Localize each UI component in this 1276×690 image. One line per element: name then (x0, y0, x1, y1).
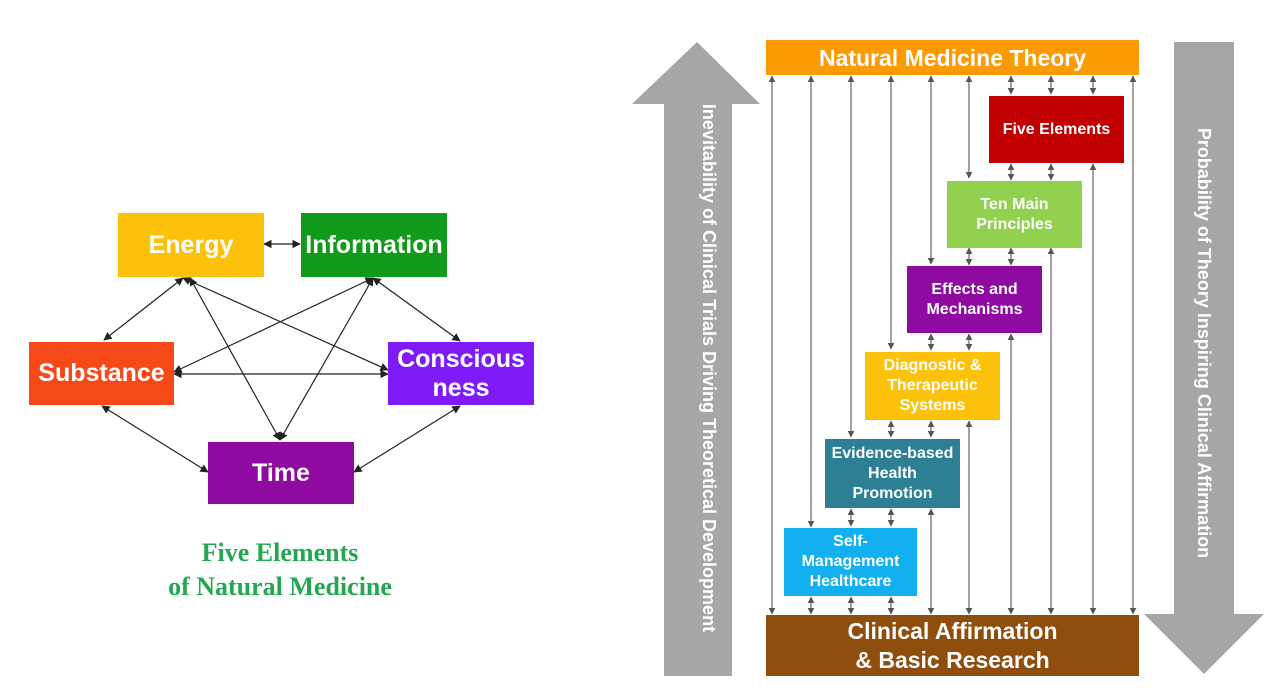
upward-arrow (632, 42, 760, 676)
substance-box: Substance (29, 342, 174, 405)
energy-substance-link (103, 277, 184, 341)
five-elements-step: Five Elements (989, 96, 1124, 163)
natural-medicine-theory-bar: Natural Medicine Theory (766, 40, 1139, 75)
information-box: Information (301, 213, 447, 277)
caption-line-2: of Natural Medicine (168, 572, 392, 601)
bottom-bar-line-1: Clinical Affirmation (847, 617, 1058, 644)
self-management-step: Self-Management Healthcare (784, 528, 917, 596)
time-box: Time (208, 442, 354, 504)
consciousness-time-link (353, 405, 461, 473)
caption-line-1: Five Elements (201, 538, 359, 567)
consciousness-box: Conscious ness (388, 342, 534, 405)
information-time-link (279, 277, 374, 441)
left-caption: Five Elements of Natural Medicine (130, 536, 430, 604)
ten-main-principles-step: Ten Main Principles (947, 181, 1082, 248)
energy-box: Energy (118, 213, 264, 277)
downward-arrow (1144, 42, 1264, 674)
effects-mechanisms-step: Effects and Mechanisms (907, 266, 1042, 333)
bottom-bar-line-2: & Basic Research (855, 646, 1050, 673)
connector-lines (101, 239, 461, 473)
evidence-based-health-step: Evidence-based Health Promotion (825, 439, 960, 508)
substance-time-link (101, 405, 209, 473)
clinical-affirmation-bar: Clinical Affirmation & Basic Research (766, 615, 1139, 676)
diagnostic-therapeutic-step: Diagnostic & Therapeutic Systems (865, 352, 1000, 420)
information-consciousness-link (372, 277, 461, 342)
